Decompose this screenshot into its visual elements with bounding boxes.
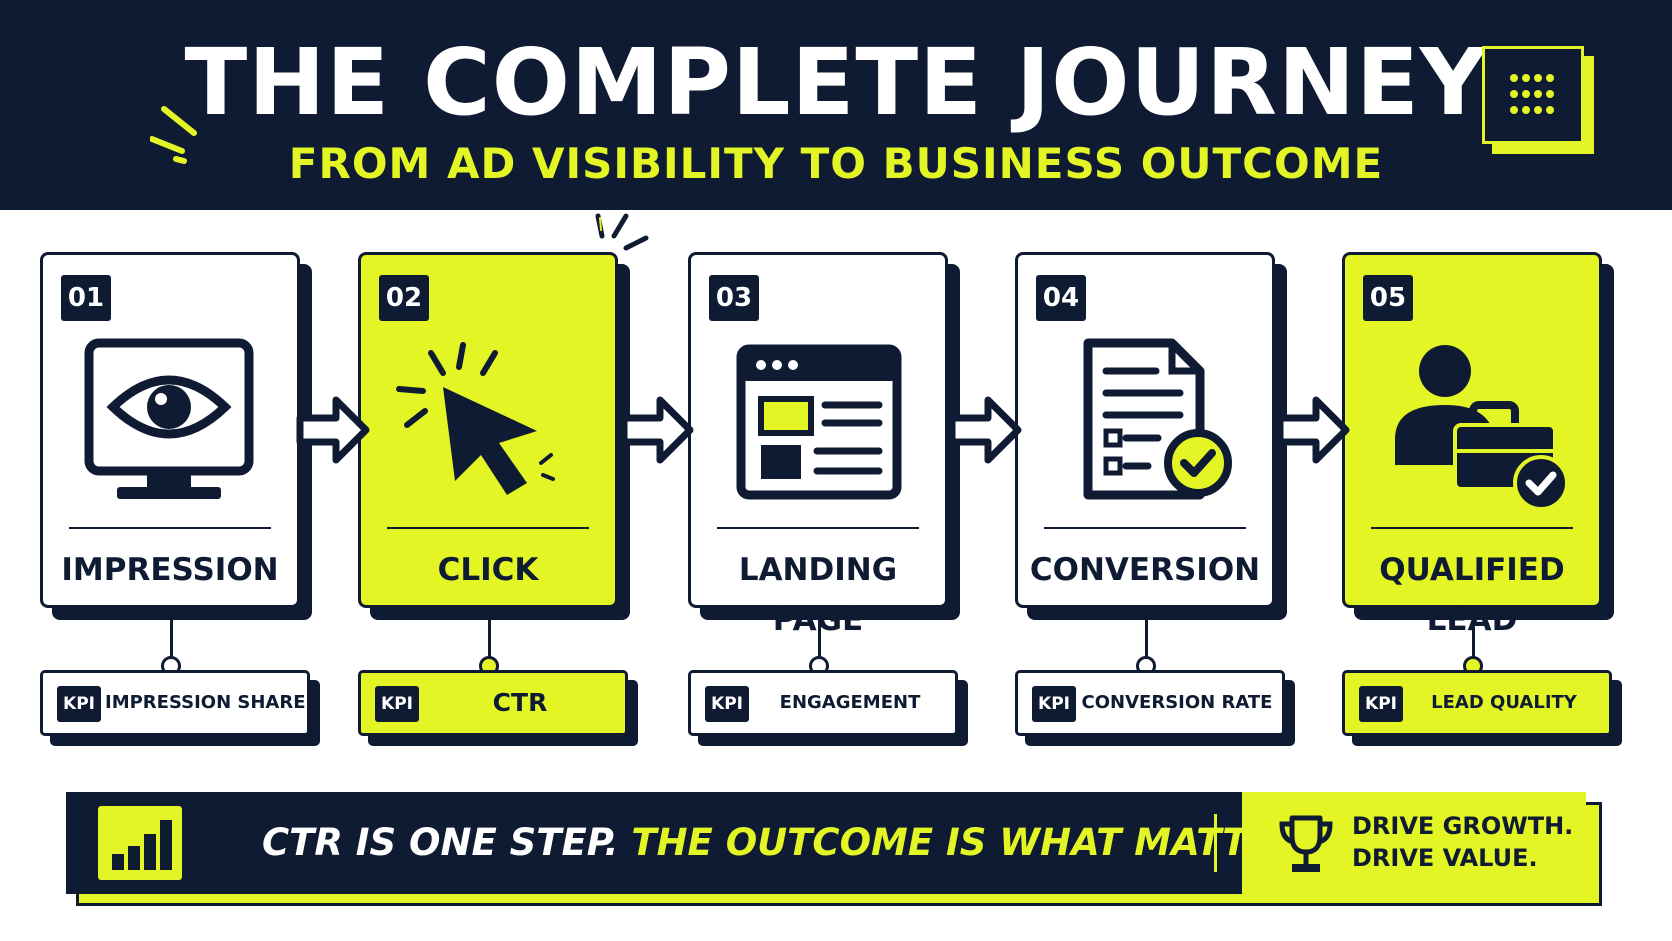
banner-cta: DRIVE GROWTH. DRIVE VALUE. bbox=[1242, 792, 1586, 894]
banner-separator bbox=[1214, 814, 1217, 872]
page-subtitle: FROM AD VISIBILITY TO BUSINESS OUTCOME bbox=[288, 139, 1384, 188]
header-bar: THE COMPLETE JOURNEY FROM AD VISIBILITY … bbox=[0, 0, 1672, 210]
cta-line-1: DRIVE GROWTH. bbox=[1352, 812, 1574, 840]
connector-line bbox=[170, 618, 173, 664]
step-number: 05 bbox=[1363, 275, 1413, 321]
banner-message-start: CTR IS ONE STEP. bbox=[262, 821, 632, 864]
kpi-tag: KPI bbox=[1032, 686, 1076, 722]
banner-message-accent: THE OUTCOME IS WHAT MATTERS. bbox=[631, 821, 1343, 864]
connector-line bbox=[1472, 618, 1475, 664]
eye-monitor-icon bbox=[84, 338, 254, 499]
arrow-right-icon bbox=[1276, 396, 1350, 464]
click-spark-icon bbox=[595, 213, 649, 251]
connector-line bbox=[818, 618, 821, 664]
kpi-box-impression-share: KPI IMPRESSION SHARE bbox=[40, 670, 320, 746]
grid-menu-icon bbox=[1482, 46, 1594, 154]
kpi-name: ENGAGEMENT bbox=[779, 692, 921, 713]
arrow-right-icon bbox=[296, 396, 370, 464]
step-card-landing-page: 03 LANDING PAGE bbox=[688, 252, 960, 638]
kpi-tag: KPI bbox=[705, 686, 749, 722]
kpi-box-engagement: KPI ENGAGEMENT bbox=[688, 670, 968, 746]
person-briefcase-icon bbox=[1395, 345, 1569, 511]
step-label: IMPRESSION bbox=[61, 552, 279, 588]
step-card-click: 02 CLICK bbox=[358, 252, 630, 620]
document-check-icon bbox=[1083, 338, 1232, 500]
connector-line bbox=[488, 618, 491, 664]
web-page-icon bbox=[736, 344, 902, 500]
kpi-tag: KPI bbox=[375, 686, 419, 722]
kpi-name: LEAD QUALITY bbox=[1431, 692, 1577, 713]
kpi-box-conversion-rate: KPI CONVERSION RATE bbox=[1015, 670, 1295, 746]
cursor-click-icon bbox=[396, 342, 555, 495]
spark-lines-icon bbox=[150, 106, 197, 164]
kpi-name: CONVERSION RATE bbox=[1081, 692, 1273, 713]
banner-cta-text: DRIVE GROWTH. DRIVE VALUE. bbox=[1352, 810, 1573, 874]
cta-line-2: DRIVE VALUE. bbox=[1352, 844, 1538, 872]
kpi-box-ctr: KPI CTR bbox=[358, 670, 638, 746]
page-title: THE COMPLETE JOURNEY bbox=[184, 29, 1488, 136]
step-card-qualified-lead: 05 QUALIFIED LEAD bbox=[1342, 252, 1614, 638]
step-number: 02 bbox=[379, 275, 429, 321]
kpi-tag: KPI bbox=[1359, 686, 1403, 722]
step-number: 01 bbox=[61, 275, 111, 321]
step-card-conversion: 04 CONVERSION bbox=[1015, 252, 1287, 620]
step-number: 03 bbox=[709, 275, 759, 321]
kpi-tag: KPI bbox=[57, 686, 101, 722]
banner-message: CTR IS ONE STEP. THE OUTCOME IS WHAT MAT… bbox=[262, 792, 1342, 894]
arrow-right-icon bbox=[620, 396, 694, 464]
bottom-banner: CTR IS ONE STEP. THE OUTCOME IS WHAT MAT… bbox=[66, 792, 1602, 906]
connector-line bbox=[1145, 618, 1148, 664]
kpi-name: CTR bbox=[492, 688, 548, 717]
kpi-box-lead-quality: KPI LEAD QUALITY bbox=[1342, 670, 1622, 746]
step-number: 04 bbox=[1036, 275, 1086, 321]
trophy-icon bbox=[1279, 815, 1333, 872]
step-label: CLICK bbox=[437, 552, 539, 588]
arrow-right-icon bbox=[948, 396, 1022, 464]
step-card-impression: 01 IMPRESSION bbox=[40, 252, 312, 620]
bar-chart-icon bbox=[98, 806, 182, 880]
step-label: CONVERSION bbox=[1029, 552, 1261, 588]
kpi-name: IMPRESSION SHARE bbox=[105, 692, 306, 713]
